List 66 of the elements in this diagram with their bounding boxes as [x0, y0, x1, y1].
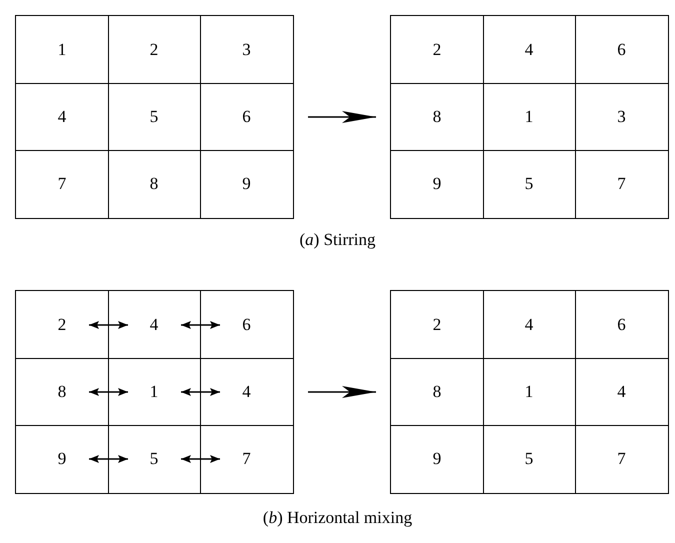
grid-cell: [108, 358, 201, 426]
double-arrow: [89, 388, 128, 396]
cell-number: 8: [432, 106, 442, 126]
cell-number: 9: [432, 174, 442, 194]
grid-cell: [483, 358, 576, 426]
grid-panel: [15, 15, 294, 219]
grid-cell: [108, 83, 201, 151]
grid-cell: [108, 291, 201, 359]
cell-number: 4: [58, 106, 66, 126]
grid-cell: [391, 83, 484, 151]
grid-cell: [16, 16, 109, 84]
cell-number: 4: [524, 314, 534, 334]
grid-cell: [16, 358, 109, 426]
cell-number: 6: [242, 314, 251, 334]
cell-number: 1: [58, 40, 66, 60]
cell-number: 7: [58, 174, 66, 194]
cell-number: 7: [242, 449, 251, 469]
cell-number: 3: [617, 106, 626, 126]
cell-number: 6: [242, 106, 251, 126]
grid-panel: [390, 290, 669, 494]
cell-number: 9: [242, 174, 251, 194]
grid-cell: [391, 291, 484, 359]
grid-cell: [483, 16, 576, 84]
cell-number: 2: [150, 40, 158, 60]
cell-number: 6: [617, 40, 626, 60]
grid-cell: [391, 358, 484, 426]
figure-caption: (b) Horizontal mixing: [262, 508, 412, 527]
cell-number: 1: [524, 106, 534, 126]
arrow: [308, 386, 376, 398]
cell-number: 7: [617, 174, 626, 194]
arrow: [308, 111, 376, 123]
cell-number: 8: [432, 382, 442, 402]
cell-number: 2: [432, 314, 442, 334]
cell-number: 5: [150, 106, 158, 126]
cell-number: 2: [432, 40, 442, 60]
cell-number: 8: [150, 174, 158, 194]
grid-cell: [391, 16, 484, 84]
cell-number: 9: [58, 449, 66, 469]
cell-number: 1: [524, 382, 534, 402]
figure-caption: (a) Stirring: [299, 230, 376, 249]
grid-panel: [15, 290, 294, 494]
grid-cell: [16, 83, 109, 151]
double-arrow: [89, 455, 128, 463]
cell-number: 9: [432, 449, 442, 469]
cell-number: 4: [617, 382, 626, 402]
grid-cell: [108, 16, 201, 84]
cell-number: 3: [242, 40, 251, 60]
double-arrow: [181, 455, 220, 463]
cell-number: 1: [150, 382, 158, 402]
cell-number: 7: [617, 449, 626, 469]
cell-number: 4: [150, 314, 158, 334]
grid-panel: [390, 15, 669, 219]
cell-number: 4: [524, 40, 534, 60]
grid-cell: [16, 291, 109, 359]
grid-cell: [483, 291, 576, 359]
double-arrow: [181, 388, 220, 396]
cell-number: 5: [524, 449, 534, 469]
cell-number: 4: [242, 382, 251, 402]
cell-number: 2: [58, 314, 66, 334]
cell-number: 8: [58, 382, 66, 402]
cell-number: 6: [617, 314, 626, 334]
double-arrow: [89, 321, 128, 329]
cell-number: 5: [524, 174, 534, 194]
grid-cell: [483, 83, 576, 151]
double-arrow: [181, 321, 220, 329]
cell-number: 5: [150, 449, 158, 469]
